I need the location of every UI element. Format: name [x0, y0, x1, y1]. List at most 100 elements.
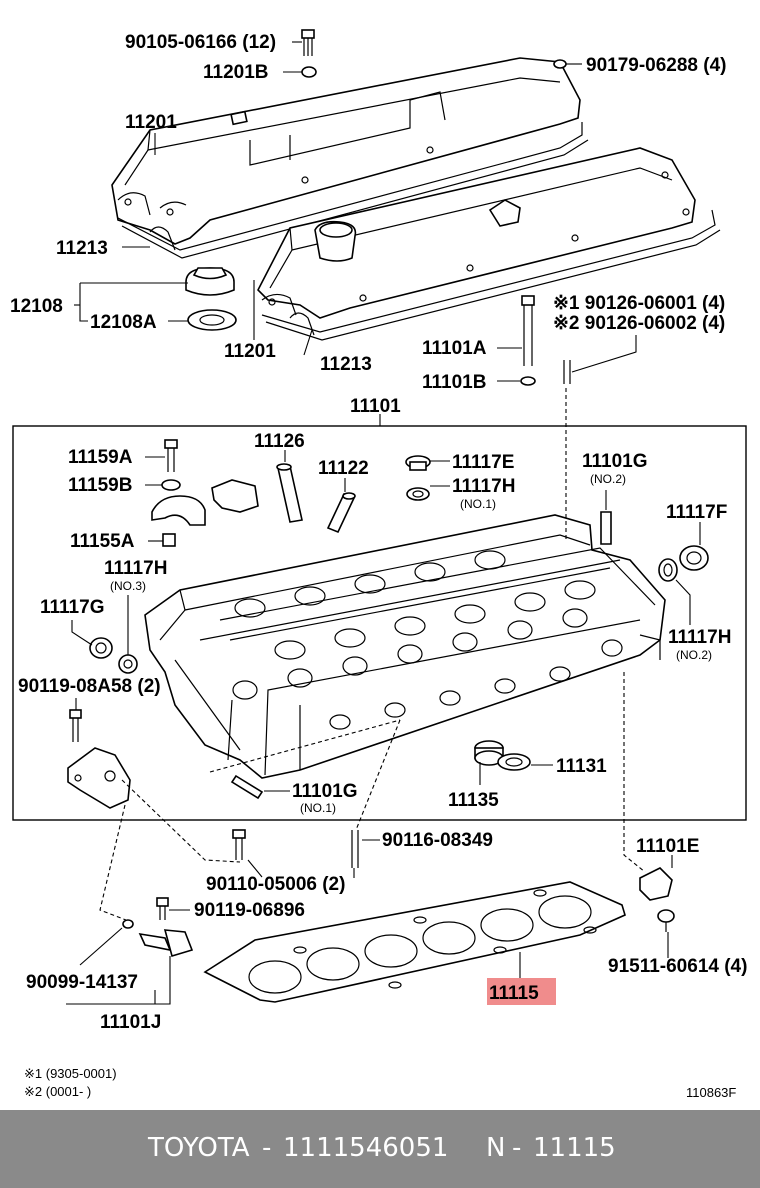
label-11101b: 11101B [422, 372, 486, 393]
label-11115: 11115 [489, 983, 539, 1004]
stud-11101a [521, 295, 535, 366]
label-11101j: 11101J [100, 1012, 161, 1033]
footnotes: ※1 (9305-0001) ※2 (0001- ) 110863F [24, 1066, 736, 1100]
valve-cover-gasket-left [117, 122, 589, 259]
leader-lines [66, 41, 701, 1005]
bolt-91511 [657, 909, 675, 932]
label-12108: 12108 [10, 296, 63, 317]
footer-bar: TOYOTA - 1111546051 N - 11115 [0, 1110, 760, 1188]
valve-cover-left [111, 57, 581, 245]
label-no2-b: (NO.2) [676, 648, 712, 662]
label-11213-left: 11213 [56, 238, 108, 259]
label-11201-mid: 11201 [224, 341, 276, 362]
part-labels: 90105-06166 (12) 11201B 90179-06288 (4) … [10, 32, 747, 1033]
stud-90116 [351, 830, 359, 868]
footer-part-number: 1111546051 [283, 1133, 449, 1163]
footer-n-value: 11115 [533, 1133, 616, 1163]
bearing-cap [151, 495, 206, 526]
label-11126: 11126 [254, 431, 305, 452]
footer-separator: - [262, 1133, 272, 1163]
label-11117g: 11117G [40, 597, 104, 618]
alignment-lines [99, 388, 646, 921]
bracket-11101e [639, 867, 673, 901]
pin-11101g-bottom [230, 774, 264, 800]
label-11159b: 11159B [68, 475, 132, 496]
label-90126-2: ※2 90126-06002 (4) [553, 313, 725, 334]
label-90099: 90099-14137 [26, 972, 138, 993]
label-90105: 90105-06166 (12) [125, 32, 276, 53]
label-90119-08a58: 90119-08A58 (2) [18, 676, 161, 697]
valve-guide-11122 [326, 492, 356, 534]
plug-11155a [162, 533, 176, 547]
head-gasket [203, 881, 626, 1003]
nut-90179 [553, 59, 567, 69]
label-11117h-no2: 11117H [668, 627, 731, 648]
label-no2-a: (NO.2) [590, 472, 626, 486]
plug-11117h-no1 [406, 487, 430, 501]
parts-diagram: 90105-06166 (12) 11201B 90179-06288 (4) … [10, 29, 747, 1100]
label-11201-top: 11201 [125, 112, 177, 133]
label-90110: 90110-05006 (2) [206, 874, 345, 895]
label-11101e: 11101E [636, 836, 699, 857]
bolt-11159a [164, 439, 178, 472]
label-11117h-no1: 11117H [452, 476, 515, 497]
nut-11101b [520, 376, 536, 386]
label-11101g-bottom: 11101G [292, 781, 358, 802]
label-11159a: 11159A [68, 447, 133, 468]
bolt-90119-08a58 [69, 709, 82, 742]
plug-11117h-no3 [118, 654, 138, 674]
label-12108a: 12108A [90, 312, 157, 333]
label-no1-a: (NO.1) [460, 497, 496, 511]
camshaft-journals [234, 550, 596, 660]
cam-position-housing [67, 747, 131, 809]
sensor-11101j [138, 929, 194, 958]
note-1: ※1 (9305-0001) [24, 1066, 117, 1081]
oring-90099 [122, 919, 134, 929]
label-11201b: 11201B [203, 62, 269, 83]
pin-11101g-top [600, 511, 612, 545]
stud-90126 [563, 360, 571, 384]
label-90179: 90179-06288 (4) [586, 55, 727, 76]
label-11117h-no3: 11117H [104, 558, 167, 579]
label-11155a: 11155A [70, 531, 135, 552]
bolt-90105 [301, 29, 315, 56]
label-91511: 91511-60614 (4) [608, 956, 747, 977]
label-11131: 11131 [556, 756, 607, 777]
washer-11159b [161, 479, 181, 491]
label-11101g-top: 11101G [582, 451, 648, 472]
valve-cover-gasket-right [261, 209, 721, 341]
label-11117e: 11117E [452, 452, 514, 473]
label-11122: 11122 [318, 458, 369, 479]
plug-11117h-no2 [658, 558, 678, 582]
footer-brand: TOYOTA [148, 1133, 250, 1163]
label-90116: 90116-08349 [382, 830, 493, 851]
label-11135: 11135 [448, 790, 499, 811]
oil-filler-cap [185, 267, 235, 296]
label-no3: (NO.3) [110, 579, 146, 593]
note-2: ※2 (0001- ) [24, 1084, 91, 1099]
cylinder-head [144, 514, 666, 779]
label-11117f: 11117F [666, 502, 727, 523]
label-11101a: 11101A [422, 338, 487, 359]
label-no1-b: (NO.1) [300, 801, 336, 815]
bolt-90119-06896 [156, 897, 169, 920]
valve-guide-11126 [276, 463, 303, 523]
footer-n-label: N [486, 1133, 506, 1163]
plug-11117e [405, 455, 431, 471]
label-11213-mid: 11213 [320, 354, 372, 375]
label-90119-06896: 90119-06896 [194, 900, 305, 921]
bolt-90110 [232, 829, 246, 860]
plug-11117g [89, 637, 113, 659]
cam-bracket [211, 479, 259, 513]
label-90126-1: ※1 90126-06001 (4) [553, 293, 725, 314]
port-openings [232, 608, 623, 730]
footer-separator-2: - [512, 1133, 522, 1163]
seal-11131 [497, 753, 531, 771]
grommet-11201b [301, 66, 317, 78]
figure-code: 110863F [686, 1085, 736, 1100]
oil-filler-gasket [187, 309, 237, 331]
label-11101: 11101 [350, 396, 401, 417]
plug-11117f [679, 545, 709, 571]
valve-cover-right [257, 147, 696, 319]
highlight-11115 [487, 978, 556, 1005]
